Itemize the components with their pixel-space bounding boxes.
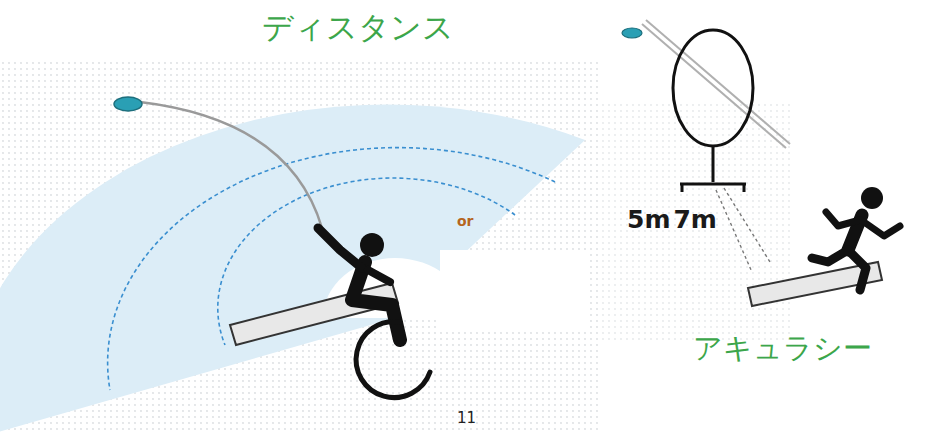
flight-trail: [140, 102, 322, 228]
section-title: ディスタンス: [262, 10, 454, 44]
section-title: アキュラシー: [693, 333, 872, 365]
wheelchair-thrower: [230, 228, 430, 398]
flying-disc: [114, 97, 142, 111]
dimension-label: 5m: [627, 206, 670, 234]
blank-patch: [440, 250, 590, 330]
ring-target: [622, 20, 790, 272]
runner-figure: [748, 187, 900, 306]
page-number: 11: [457, 410, 476, 427]
dimension-label: or: [457, 214, 474, 229]
dimension-label: 7m: [673, 206, 716, 234]
